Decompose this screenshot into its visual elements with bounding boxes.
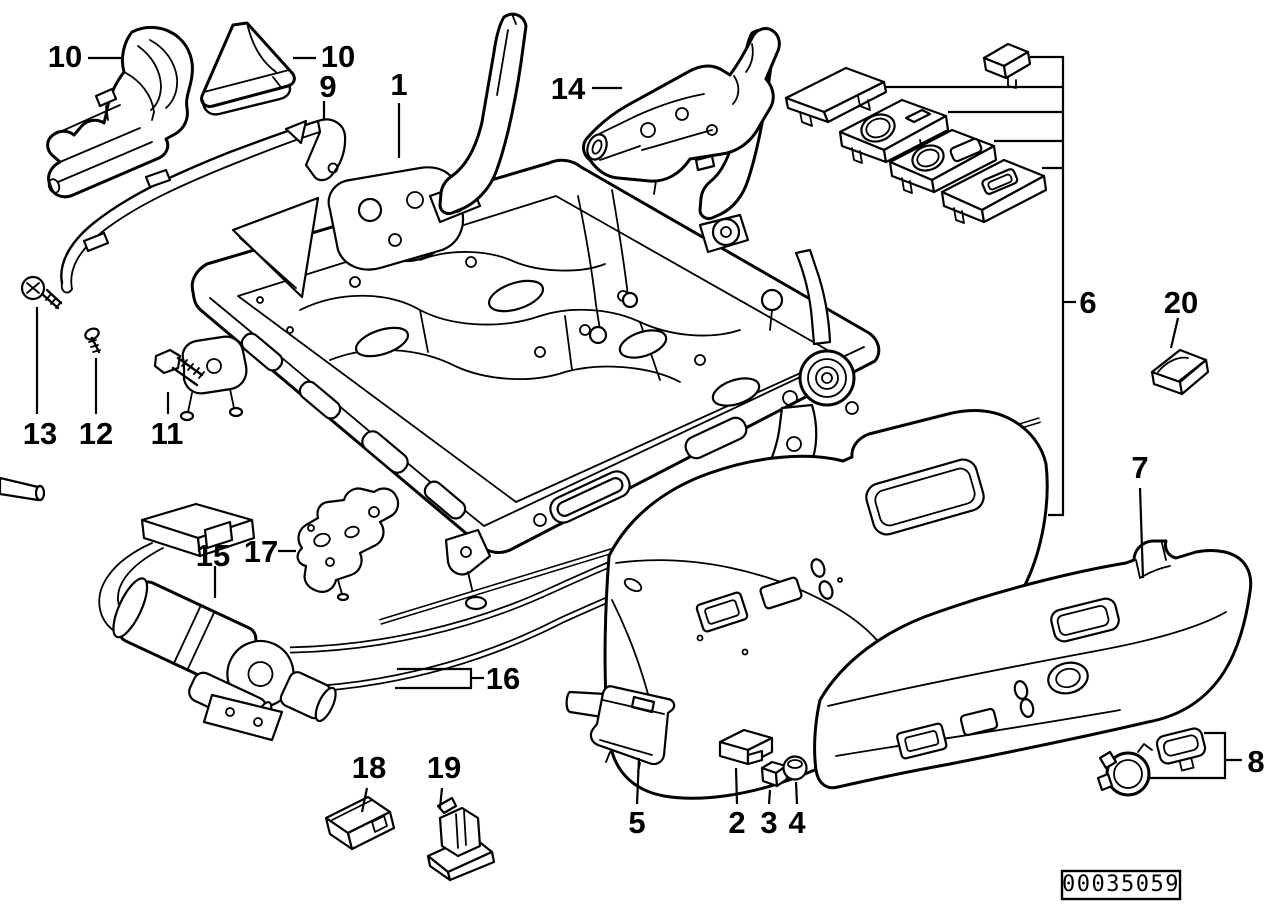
callout-4: 4 — [788, 805, 806, 840]
callout-9: 9 — [319, 69, 336, 104]
part-sketch-side-panel-lower-7 — [813, 539, 1253, 790]
bracket-line-8 — [1147, 731, 1242, 780]
callout-8: 8 — [1247, 744, 1264, 779]
part-sketch-switch-blank-6b — [784, 66, 888, 127]
part-number-plate: 00035059 — [1060, 869, 1182, 901]
callout-20: 20 — [1164, 285, 1198, 320]
callout-box-16 — [395, 667, 484, 690]
callout-15: 15 — [196, 538, 230, 573]
callout-7: 7 — [1131, 450, 1148, 485]
part-sketch-seat-frame-1 — [0, 12, 881, 647]
part-sketch-sleeve-18 — [324, 795, 396, 851]
part-sketch-cap-8 — [1155, 727, 1207, 772]
callout-5: 5 — [628, 805, 645, 840]
part-sketch-knob-8 — [1096, 743, 1153, 797]
callout-12: 12 — [79, 416, 113, 451]
callout-2: 2 — [728, 805, 745, 840]
part-sketch-switch-cap-6a — [982, 42, 1032, 89]
part-sketch-plate-5 — [565, 685, 676, 773]
callout-10-left: 10 — [48, 39, 82, 74]
part-sketch-bracket-17 — [296, 487, 400, 602]
part-sketch-connector-2 — [718, 728, 774, 766]
part-sketch-trim-strip-9 — [60, 118, 347, 294]
part-sketch-cover-cone-10 — [200, 21, 296, 116]
callout-10-right: 10 — [321, 39, 355, 74]
callout-11: 11 — [151, 416, 184, 451]
part-number-text: 00035059 — [1062, 872, 1180, 897]
callout-17: 17 — [244, 534, 278, 569]
part-sketch-side-panel-upper — [603, 409, 1049, 800]
callout-14: 14 — [551, 71, 586, 106]
part-sketch-motor-15 — [98, 502, 337, 742]
part-sketch-hinge-14 — [582, 27, 781, 195]
part-sketch-bolt-11 — [153, 348, 205, 387]
callout-19: 19 — [427, 750, 461, 785]
callout-18: 18 — [352, 750, 386, 785]
bracket-line-6 — [884, 55, 1076, 517]
part-sketch-cap-4 — [782, 755, 808, 781]
callout-3: 3 — [760, 805, 777, 840]
part-sketch-switch-6e — [940, 158, 1048, 224]
part-sketch-screw-13 — [20, 275, 63, 310]
callout-16: 16 — [486, 661, 520, 696]
part-sketch-cap-20 — [1150, 348, 1210, 396]
callout-1: 1 — [390, 67, 407, 102]
part-sketch-switch-6d — [888, 128, 998, 194]
part-sketch-cover-left-10 — [46, 25, 194, 199]
callout-6: 6 — [1079, 285, 1096, 320]
callout-labels: 10 10 9 1 14 6 20 13 12 11 15 17 16 7 5 … — [23, 39, 1265, 840]
part-sketch-screw-12 — [84, 327, 101, 354]
callout-13: 13 — [23, 416, 57, 451]
leader-lines — [35, 56, 1180, 813]
part-sketch-clip-19 — [426, 796, 496, 882]
